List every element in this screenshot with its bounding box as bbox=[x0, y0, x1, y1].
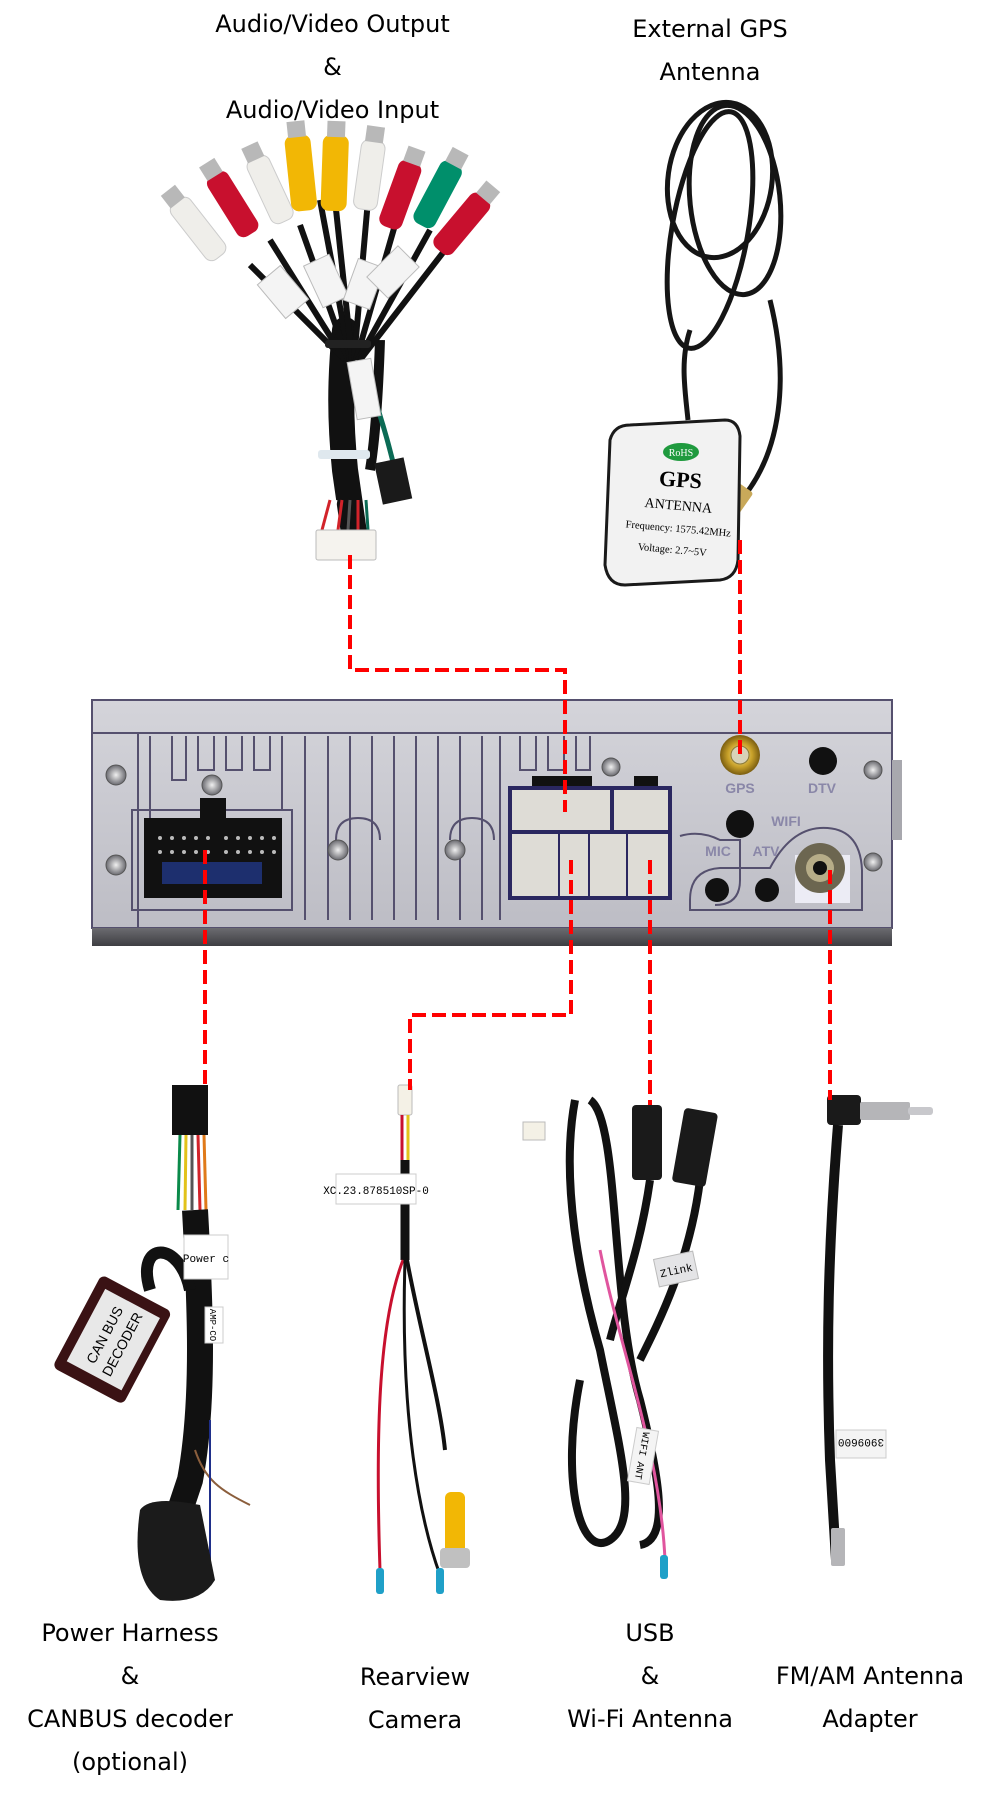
svg-text:AMP-CO: AMP-CO bbox=[207, 1309, 217, 1341]
gps-puck-subtitle: ANTENNA bbox=[644, 496, 714, 517]
usb-connector-2 bbox=[672, 1108, 718, 1187]
rohs-badge: RoHS bbox=[669, 448, 693, 459]
gps-port bbox=[720, 735, 760, 775]
power-connector-port bbox=[131, 798, 293, 911]
rca-connectors bbox=[160, 120, 501, 262]
label-power: Power Harness & CANBUS decoder (optional… bbox=[27, 1619, 233, 1776]
atv-port bbox=[755, 878, 779, 902]
label-fm: FM/AM Antenna Adapter bbox=[775, 1662, 965, 1733]
gps-puck-title: GPS bbox=[658, 466, 702, 494]
canbus-decoder: CAN BUS DECODER bbox=[54, 1276, 171, 1403]
label-usb: USB & Wi-Fi Antenna bbox=[567, 1619, 733, 1733]
mic-port bbox=[705, 878, 729, 902]
power-tag bbox=[183, 1234, 229, 1280]
mic-port-label: MIC bbox=[705, 843, 731, 859]
gps-antenna: RoHS GPS ANTENNA Frequency: 1575.42MHz V… bbox=[603, 99, 784, 587]
dtv-port bbox=[809, 747, 837, 775]
gps-port-label: GPS bbox=[725, 780, 755, 796]
camera-tag bbox=[335, 1173, 417, 1205]
zlink-tag bbox=[652, 1250, 700, 1288]
fm-am-port bbox=[795, 843, 850, 903]
label-camera: Rearview Camera bbox=[359, 1663, 471, 1734]
fm-am-adapter: 3909600 bbox=[823, 1095, 933, 1566]
foam-sleeve bbox=[137, 1501, 215, 1601]
power-harness: Power c AMP-CO CAN BUS DECODER bbox=[54, 1085, 251, 1601]
wifi-port-label: WIFI bbox=[771, 813, 801, 829]
atv-port-label: ATV bbox=[753, 843, 781, 859]
connector-lines bbox=[203, 540, 832, 1105]
svg-text:3909600: 3909600 bbox=[838, 1435, 884, 1447]
svg-text:XC.23.878510SP-0: XC.23.878510SP-0 bbox=[323, 1186, 429, 1198]
line-camera bbox=[408, 860, 573, 1090]
screws bbox=[105, 757, 883, 876]
rearview-camera-cable: XC.23.878510SP-0 bbox=[323, 1084, 470, 1594]
head-unit-chassis: GPS DTV WIFI MIC ATV bbox=[91, 699, 902, 946]
heatsink-fins bbox=[137, 733, 863, 928]
line-av-harness bbox=[348, 555, 567, 812]
usb-wifi-cable: Zlink WIFI ANT bbox=[522, 1096, 718, 1579]
fm-tag bbox=[835, 1429, 887, 1459]
multi-pin-port bbox=[508, 776, 672, 900]
amp-tag bbox=[204, 1306, 224, 1344]
av-harness bbox=[160, 120, 501, 561]
label-gps: External GPS Antenna bbox=[632, 15, 788, 86]
dtv-port-label: DTV bbox=[808, 780, 837, 796]
wifi-port bbox=[726, 810, 754, 838]
svg-text:Power c: Power c bbox=[183, 1254, 229, 1266]
wifi-tag bbox=[626, 1426, 660, 1486]
usb-connector-1 bbox=[632, 1105, 662, 1180]
label-av: Audio/Video Output & Audio/Video Input bbox=[215, 10, 450, 124]
key-connector bbox=[374, 457, 413, 505]
av-harness-plug bbox=[315, 529, 377, 561]
